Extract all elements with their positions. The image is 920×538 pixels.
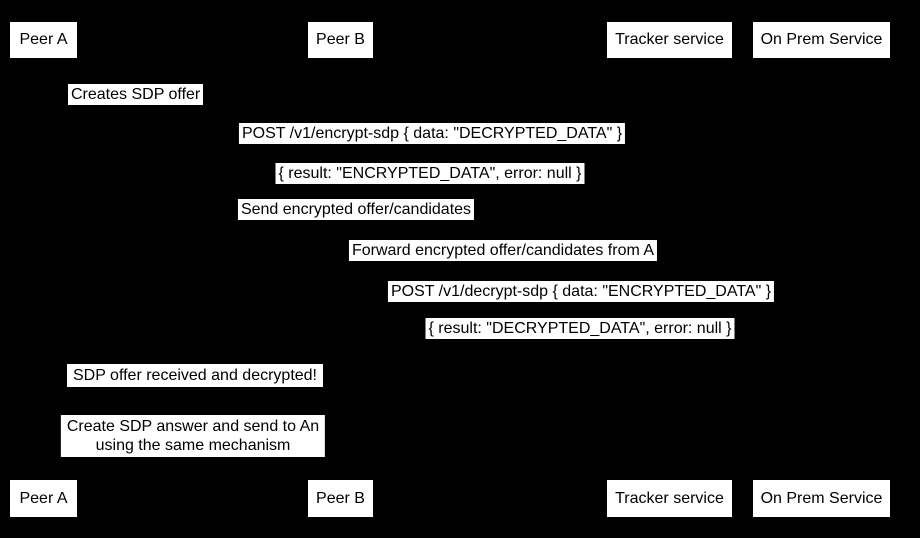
msg-post-decrypt-sdp: POST /v1/decrypt-sdp { data: "ENCRYPTED_… — [387, 281, 775, 302]
participant-on-prem-service-bottom: On Prem Service — [753, 480, 890, 517]
msg-post-encrypt-sdp: POST /v1/encrypt-sdp { data: "DECRYPTED_… — [238, 123, 626, 144]
msg-creates-sdp-offer: Creates SDP offer — [68, 84, 204, 105]
participant-peer-a-bottom: Peer A — [10, 480, 77, 517]
msg-send-encrypted-offer: Send encrypted offer/candidates — [237, 199, 475, 220]
msg-forward-encrypted-offer: Forward encrypted offer/candidates from … — [348, 240, 658, 261]
participant-peer-b-bottom: Peer B — [308, 480, 373, 517]
participant-tracker-service-bottom: Tracker service — [607, 480, 732, 517]
msg-encrypt-result: { result: "ENCRYPTED_DATA", error: null … — [275, 163, 585, 184]
note-sdp-offer-received: SDP offer received and decrypted! — [67, 364, 323, 387]
participant-peer-a-top: Peer A — [10, 22, 77, 58]
note-create-sdp-answer: Create SDP answer and send to An using t… — [60, 415, 326, 457]
participant-on-prem-service-top: On Prem Service — [753, 22, 890, 58]
participant-peer-b-top: Peer B — [308, 22, 373, 58]
participant-tracker-service-top: Tracker service — [607, 22, 732, 58]
msg-decrypt-result: { result: "DECRYPTED_DATA", error: null … — [425, 318, 735, 339]
